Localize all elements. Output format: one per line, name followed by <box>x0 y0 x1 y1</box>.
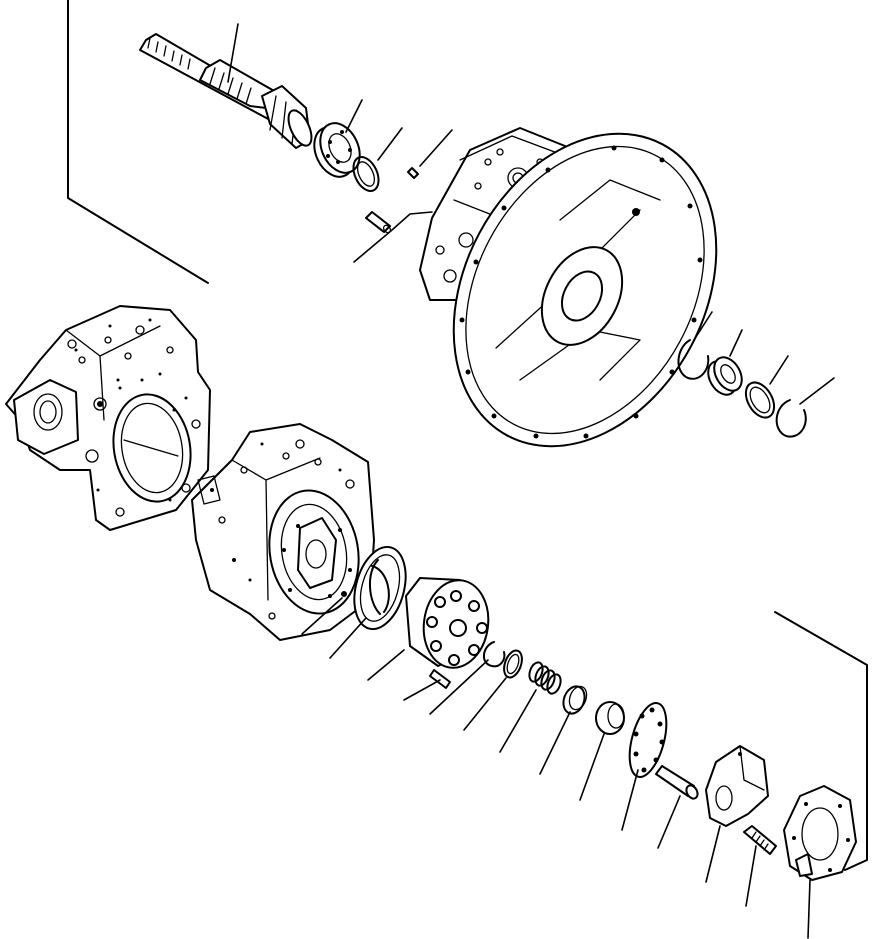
valve-body-center-icon <box>191 423 375 641</box>
spring-icon <box>528 661 562 695</box>
ball-guide-icon <box>595 701 625 735</box>
bearing-right-icon <box>707 356 743 396</box>
bearing-upper-icon <box>313 122 361 178</box>
block-pin-icon <box>429 669 451 689</box>
short-pin-icon <box>407 167 419 179</box>
bolt-icon <box>743 825 777 855</box>
valve-body-left-icon <box>5 305 211 531</box>
frame-lines <box>67 0 868 871</box>
ring-right-icon <box>744 381 776 419</box>
retaining-ring-right-icon <box>775 399 807 438</box>
snap-ring-icon <box>483 641 506 668</box>
valve-plate-icon <box>353 545 407 631</box>
cylinder-block-icon <box>405 577 490 669</box>
circlip-right-icon <box>677 339 710 380</box>
leader-lines <box>227 23 835 939</box>
pump-case-flange-icon <box>419 127 718 448</box>
snap-ring-upper-icon <box>352 156 380 192</box>
dowel-pin-icon <box>365 211 392 234</box>
spring-seat-icon <box>562 685 588 715</box>
locating-pin-icon <box>341 591 347 597</box>
swash-plate-icon <box>705 745 769 827</box>
retainer-plate-icon <box>628 702 668 778</box>
support-plate-icon <box>783 785 857 881</box>
washer-icon <box>503 649 523 679</box>
shoe-pin-icon <box>655 765 699 800</box>
drive-shaft-icon <box>139 33 313 149</box>
